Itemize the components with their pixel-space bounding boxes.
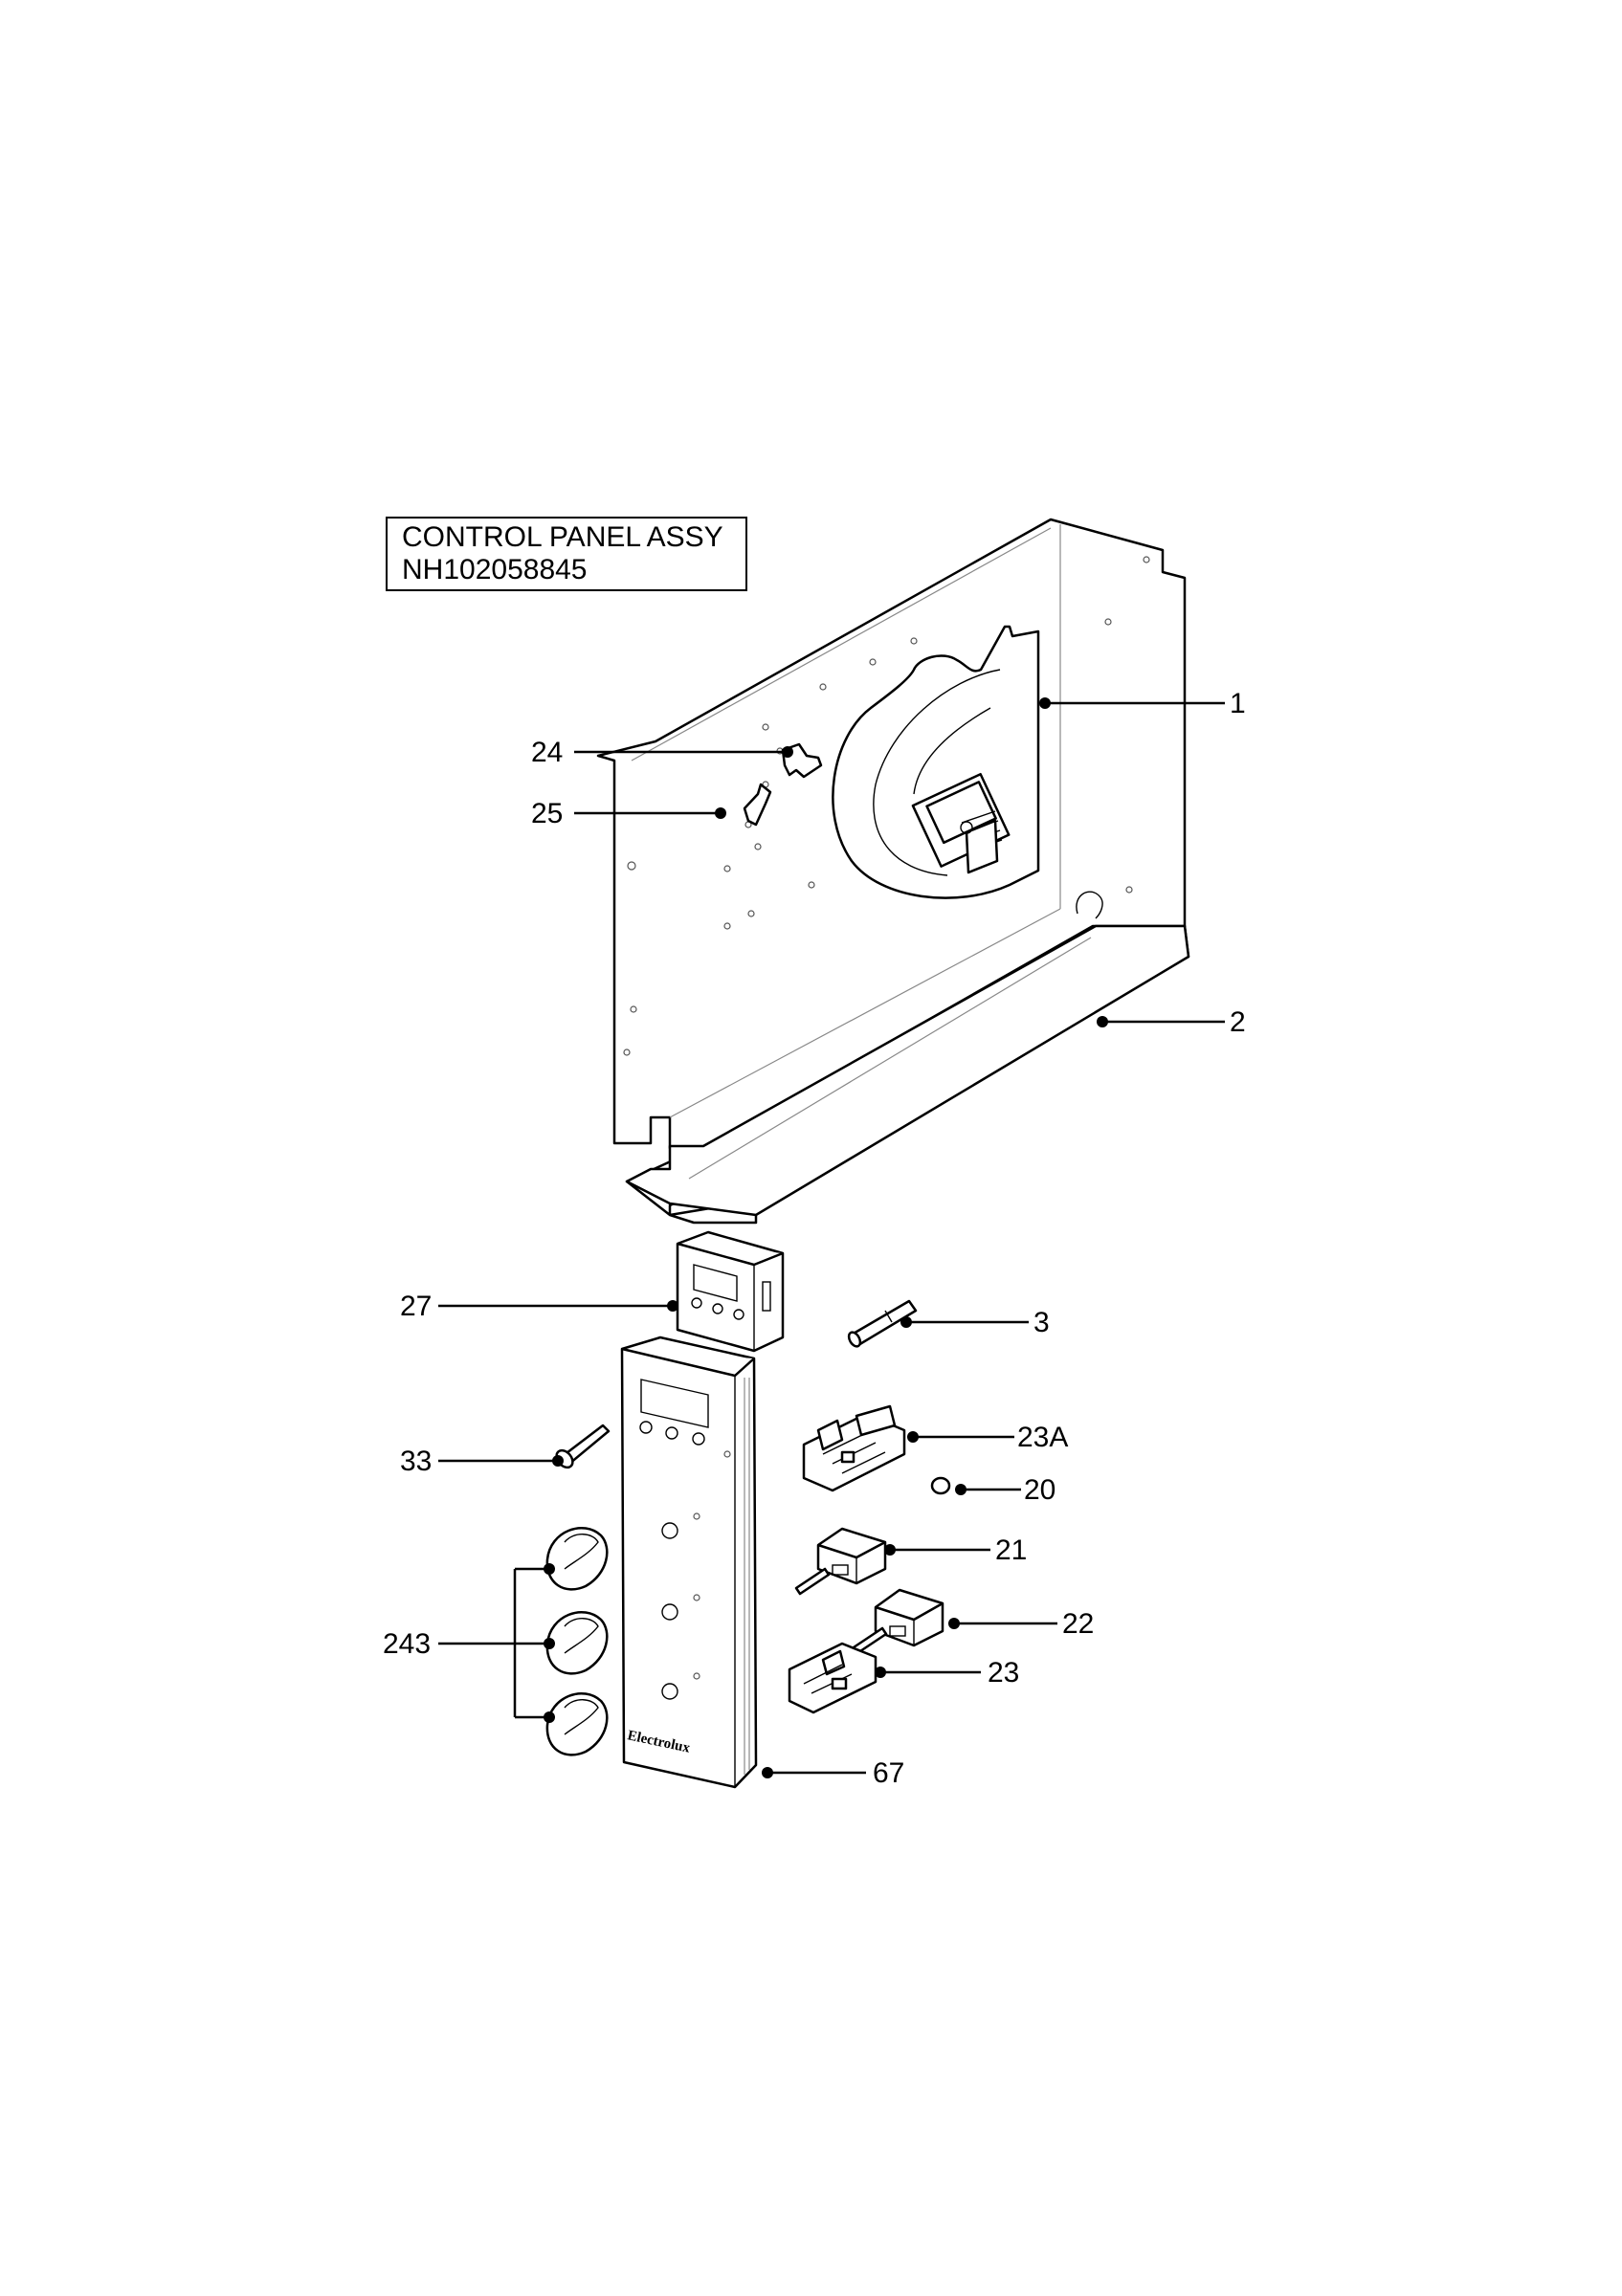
callout-67: 67 xyxy=(873,1757,904,1789)
housing-holes xyxy=(623,556,1150,1056)
part-67-fascia: Electrolux xyxy=(620,1336,758,1789)
callout-25: 25 xyxy=(531,798,563,829)
part-23a-switch xyxy=(802,1404,906,1492)
knob-bottom xyxy=(545,1691,609,1756)
part-25-clip xyxy=(743,783,772,827)
leader-dot-1 xyxy=(1039,697,1051,709)
part-2-tray xyxy=(625,924,1190,1225)
part-3-rod xyxy=(847,1299,918,1348)
callout-20: 20 xyxy=(1024,1474,1055,1506)
callout-243: 243 xyxy=(383,1628,431,1660)
callout-1: 1 xyxy=(1230,688,1246,719)
callout-21: 21 xyxy=(995,1534,1027,1566)
title-box: CONTROL PANEL ASSY NH102058845 xyxy=(386,517,747,591)
fan-assembly xyxy=(832,625,1040,899)
knob-middle xyxy=(545,1610,609,1675)
callout-23: 23 xyxy=(988,1657,1019,1689)
part-21-thermostat xyxy=(794,1527,887,1596)
title-assembly-name: CONTROL PANEL ASSY xyxy=(402,521,723,553)
callout-27: 27 xyxy=(400,1291,432,1322)
part-27-timer xyxy=(676,1230,785,1353)
leader-lines xyxy=(438,697,1225,1778)
callout-22: 22 xyxy=(1062,1608,1094,1640)
callout-33: 33 xyxy=(400,1446,432,1477)
part-22-thermostat xyxy=(852,1588,944,1655)
part-20-grommet xyxy=(930,1476,951,1495)
callout-labels: 1 2 24 25 27 3 23A 20 21 22 23 33 243 67 xyxy=(383,688,1246,1789)
callout-2: 2 xyxy=(1230,1006,1246,1038)
part-33-pin xyxy=(555,1424,611,1469)
callout-24: 24 xyxy=(531,737,563,768)
part-1-housing xyxy=(596,518,1187,1150)
callout-23a: 23A xyxy=(1017,1422,1068,1453)
callout-3: 3 xyxy=(1033,1307,1050,1338)
knob-top xyxy=(545,1526,609,1591)
part-23-switch xyxy=(788,1642,878,1714)
part-243-knobs xyxy=(545,1526,609,1756)
title-part-number: NH102058845 xyxy=(402,554,588,585)
